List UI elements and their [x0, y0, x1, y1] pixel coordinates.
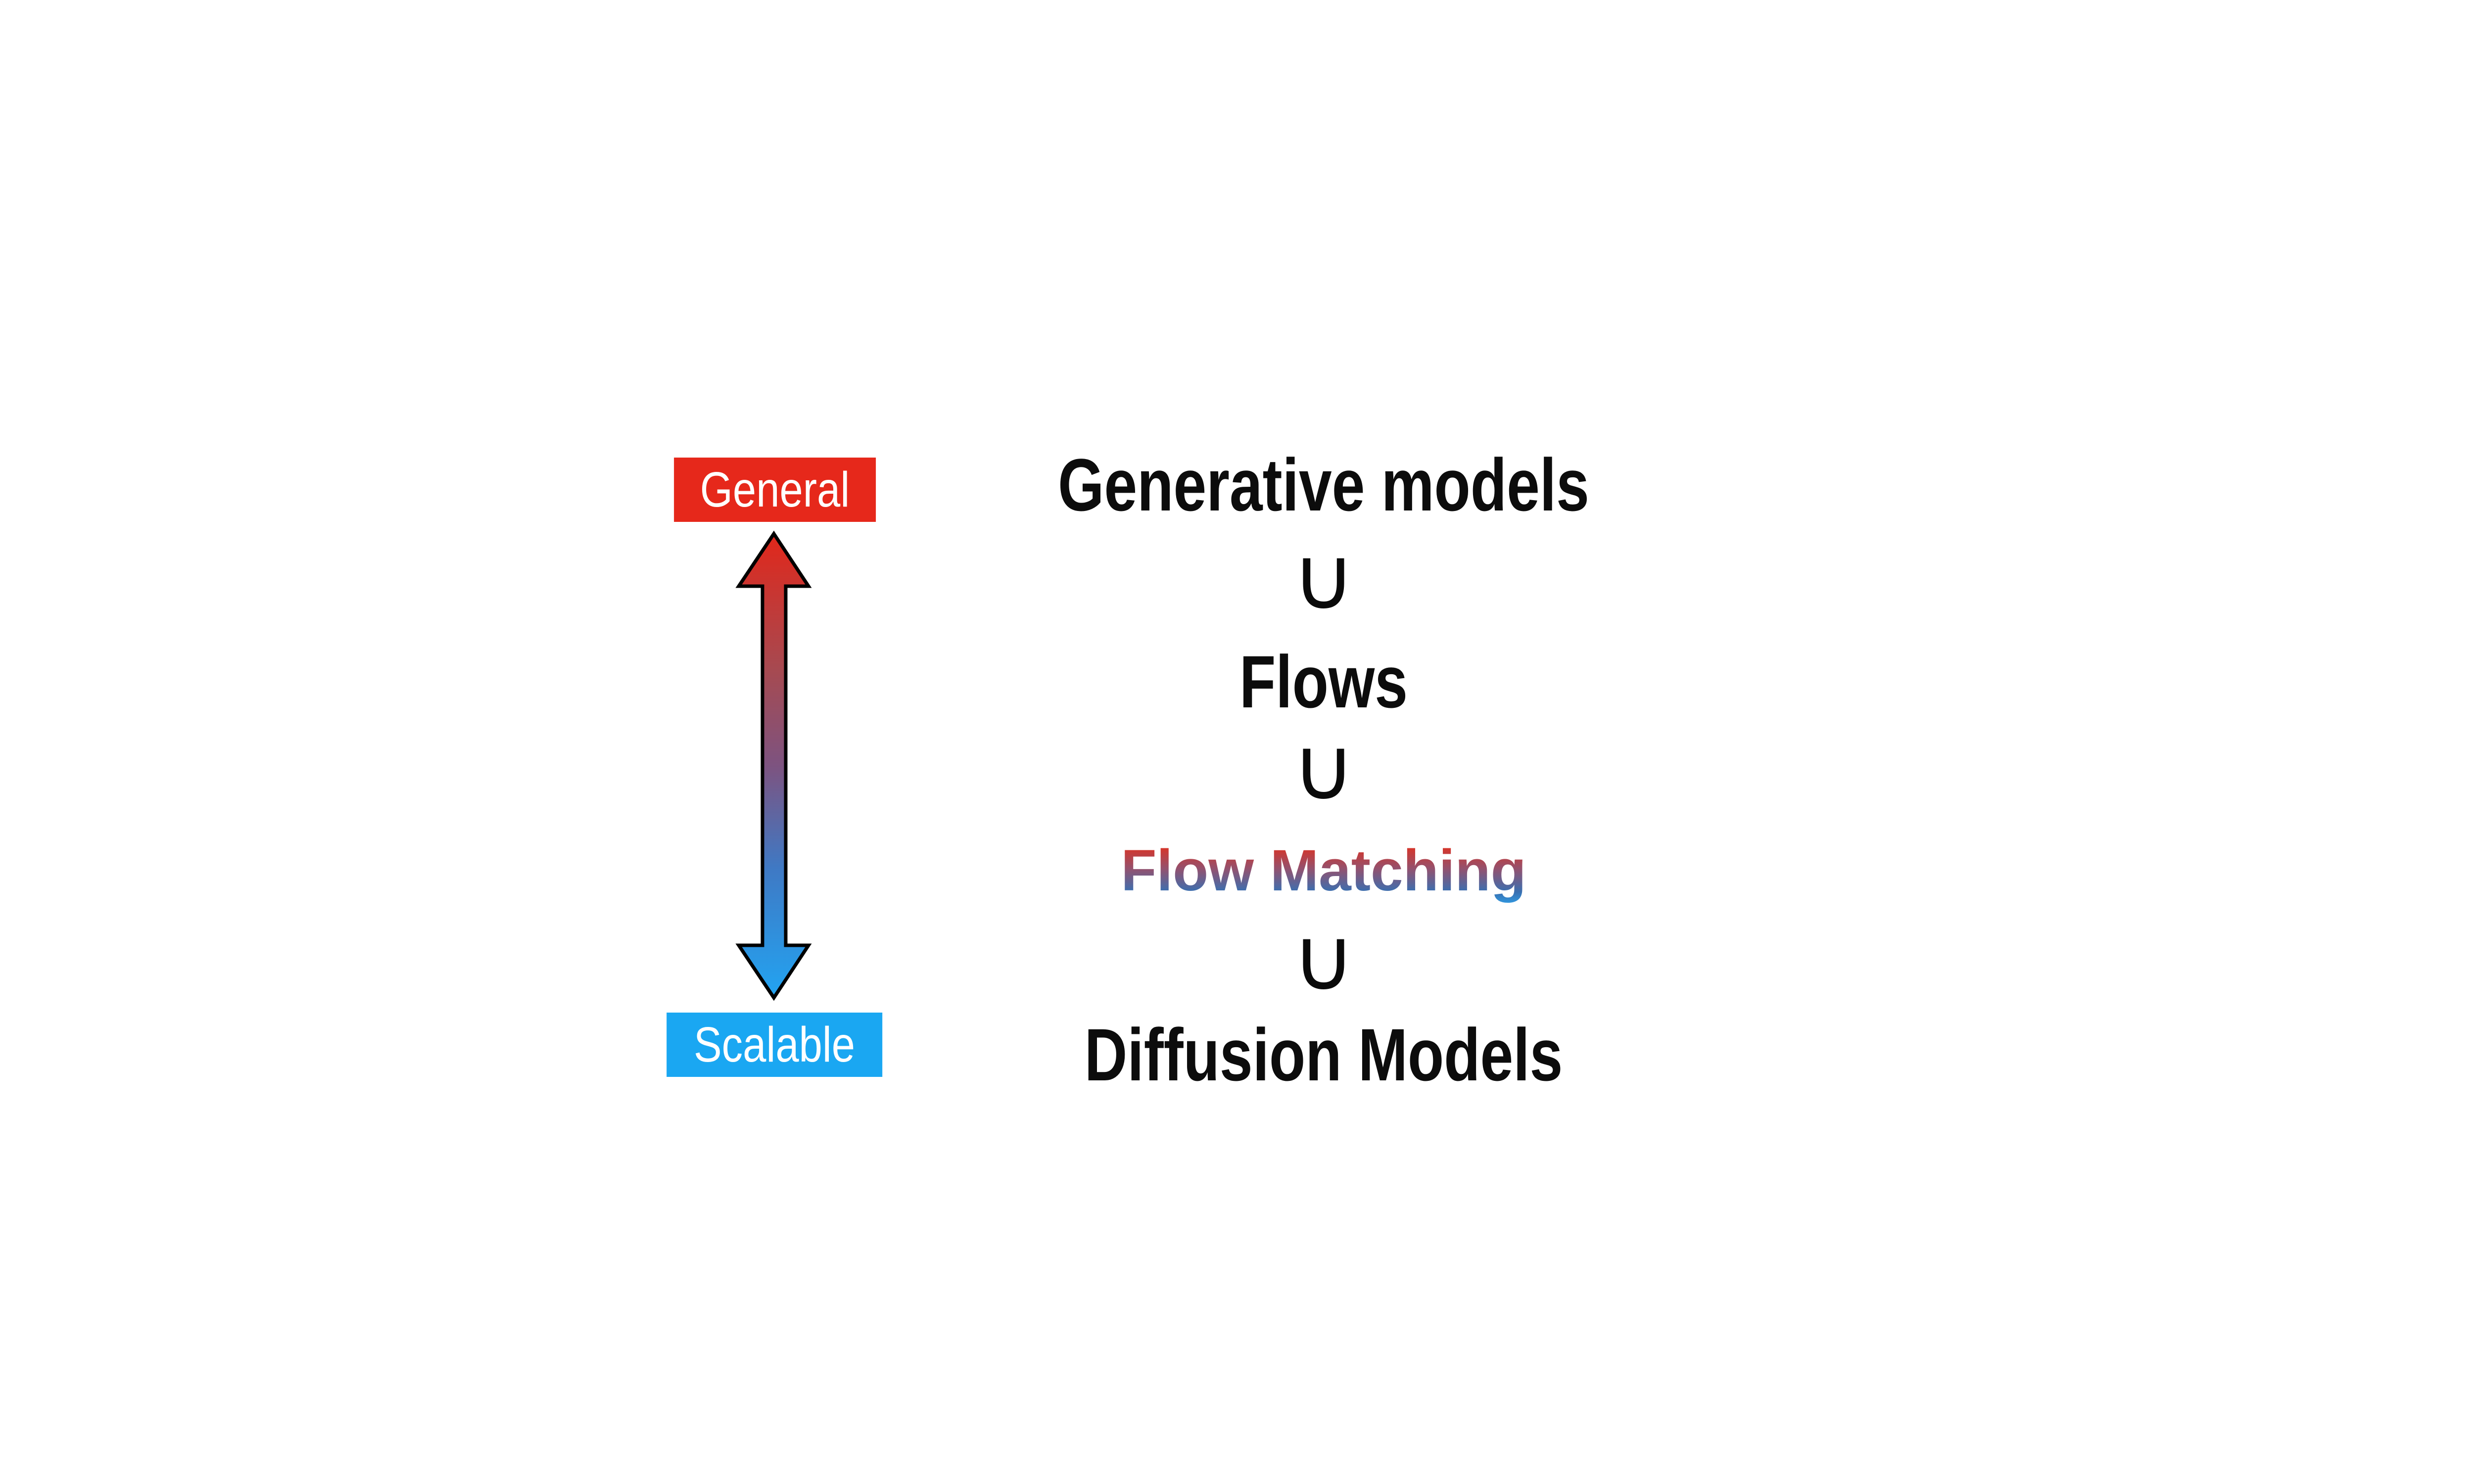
scalable-label-text: Scalable	[693, 1017, 856, 1072]
double-arrow-shape	[735, 530, 812, 1001]
union-symbol-2: ∪	[1291, 721, 1356, 818]
line-flow-matching: Flow Matching	[1115, 829, 1532, 913]
line-diffusion-models: Diffusion Models	[1025, 1013, 1622, 1097]
generative-models-text: Generative models	[1058, 443, 1589, 526]
union-glyph: ∪	[1291, 530, 1356, 627]
union-glyph: ∪	[1291, 911, 1356, 1008]
line-flows: Flows	[1218, 640, 1428, 724]
flows-text: Flows	[1239, 640, 1408, 723]
general-label: General	[674, 458, 876, 522]
general-label-text: General	[700, 462, 850, 517]
union-symbol-3: ∪	[1291, 911, 1356, 1008]
union-glyph: ∪	[1291, 721, 1356, 818]
union-symbol-1: ∪	[1291, 530, 1356, 627]
scalable-label: Scalable	[666, 1013, 882, 1077]
line-generative-models: Generative models	[992, 443, 1656, 527]
diffusion-models-text: Diffusion Models	[1084, 1013, 1563, 1096]
flow-matching-text: Flow Matching	[1115, 827, 1532, 915]
